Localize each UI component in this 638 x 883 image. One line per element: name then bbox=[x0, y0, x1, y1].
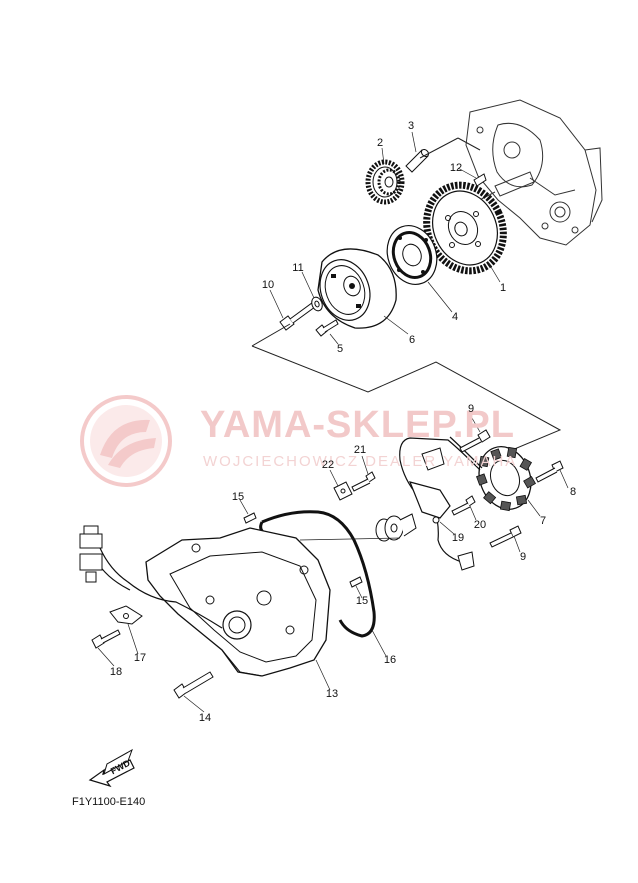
bolt-20 bbox=[451, 495, 476, 516]
forward-direction-arrow bbox=[88, 748, 135, 788]
assembly-bracket-lines bbox=[251, 137, 562, 461]
callout-7: 7 bbox=[539, 515, 547, 527]
callout-16: 16 bbox=[383, 654, 397, 666]
crankcase-outline bbox=[465, 99, 603, 246]
stator-coil bbox=[476, 446, 537, 512]
watermark-subtitle: WOJCIECHOWICZ DEALER YAMAHA bbox=[203, 453, 518, 470]
one-way-clutch bbox=[386, 225, 438, 285]
callout-9a: 9 bbox=[467, 403, 475, 415]
callout-13: 13 bbox=[325, 688, 339, 700]
callout-15a: 15 bbox=[231, 491, 245, 503]
callout-4: 4 bbox=[451, 311, 459, 323]
callout-18: 18 bbox=[109, 666, 123, 678]
stator-bolt-8 bbox=[535, 460, 564, 483]
cover-bolt-14 bbox=[173, 671, 214, 699]
callout-6: 6 bbox=[408, 334, 416, 346]
callout-3: 3 bbox=[407, 120, 415, 132]
coupler-connector bbox=[421, 447, 475, 571]
clamp-bolt-18 bbox=[91, 629, 121, 649]
stator-bolt-9a bbox=[459, 429, 491, 453]
callout-1: 1 bbox=[499, 282, 507, 294]
dowel-pin-15b bbox=[349, 576, 363, 588]
callout-10: 10 bbox=[261, 279, 275, 291]
callout-20: 20 bbox=[473, 519, 487, 531]
callout-15b: 15 bbox=[355, 595, 369, 607]
lead-coupler bbox=[79, 525, 103, 583]
stator-wire-harness bbox=[399, 436, 483, 563]
callout-12: 12 bbox=[449, 162, 463, 174]
stator-bolt-9b bbox=[489, 525, 522, 548]
dowel-pin bbox=[473, 173, 487, 187]
idle-gear bbox=[365, 159, 405, 205]
callout-19: 19 bbox=[451, 532, 465, 544]
callout-17: 17 bbox=[133, 652, 147, 664]
diagram-code: F1Y1100-E140 bbox=[72, 796, 146, 808]
flywheel-rotor bbox=[317, 248, 397, 329]
callout-2: 2 bbox=[376, 137, 384, 149]
callout-8: 8 bbox=[569, 486, 577, 498]
clamp-22 bbox=[333, 481, 353, 501]
callout-22: 22 bbox=[321, 459, 335, 471]
callout-21: 21 bbox=[353, 444, 367, 456]
callout-5: 5 bbox=[336, 343, 344, 355]
plain-washer bbox=[311, 296, 323, 312]
assembly-center-line bbox=[299, 537, 401, 541]
generator-cover bbox=[145, 527, 331, 677]
callout-9b: 9 bbox=[519, 551, 527, 563]
bolt-21 bbox=[351, 471, 376, 492]
idle-gear-shaft bbox=[405, 148, 430, 173]
grommet bbox=[375, 513, 417, 542]
lead-clamp bbox=[109, 605, 143, 625]
watermark-logo bbox=[80, 395, 172, 487]
dowel-pin-15a bbox=[243, 512, 257, 524]
rotor-bolt bbox=[315, 319, 339, 337]
watermark-title: YAMA-SKLEP.PL bbox=[200, 404, 515, 446]
starter-wheel-gear bbox=[423, 181, 507, 275]
callout-11: 11 bbox=[292, 262, 304, 274]
callout-14: 14 bbox=[198, 712, 212, 724]
leader-lines bbox=[97, 131, 569, 713]
